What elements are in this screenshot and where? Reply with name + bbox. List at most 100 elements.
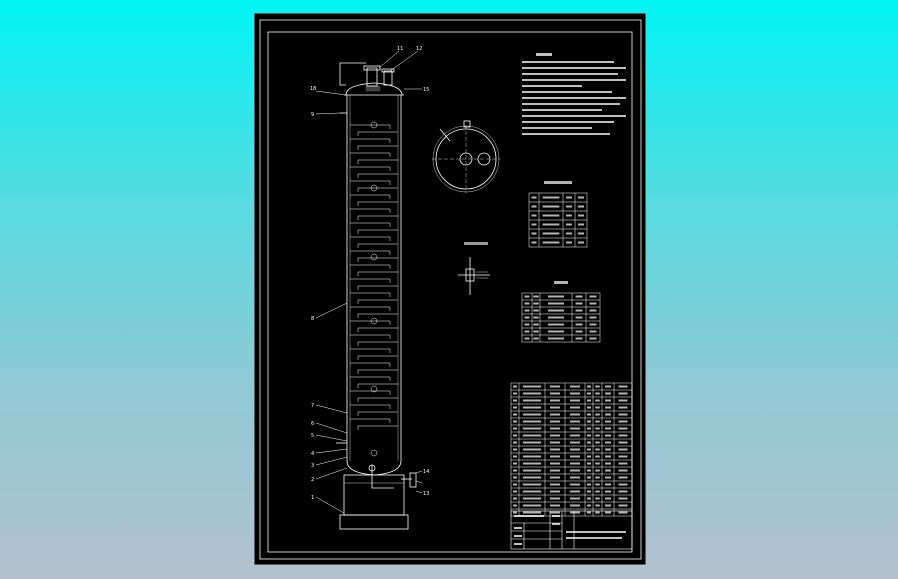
nozzle-table-cell — [542, 205, 560, 208]
parts-list-cell — [587, 413, 591, 416]
pipe-table-cell — [575, 309, 583, 312]
parts-list — [510, 382, 633, 517]
nozzle-table-cell — [542, 196, 560, 199]
tray — [350, 250, 391, 255]
parts-list-cell — [570, 413, 580, 416]
parts-list-cell — [570, 441, 580, 444]
parts-list-cell — [618, 448, 628, 451]
parts-list-cell — [595, 455, 600, 458]
nozzle-table-cell — [578, 223, 584, 226]
parts-list-cell — [618, 455, 628, 458]
parts-list-cell — [522, 420, 542, 423]
outer-frame — [259, 19, 642, 560]
parts-list-cell — [605, 476, 611, 479]
parts-list-cell — [595, 476, 600, 479]
parts-list-cell — [605, 413, 611, 416]
parts-list-cell — [595, 462, 600, 465]
parts-list-cell — [587, 448, 591, 451]
parts-list-cell — [522, 399, 542, 402]
parts-list-cell — [587, 441, 591, 444]
callout-6: 6 — [311, 421, 314, 427]
nozzle-table-cell — [542, 223, 560, 226]
parts-list-cell — [522, 469, 542, 472]
tray — [350, 236, 391, 241]
tray — [357, 341, 398, 346]
parts-list-cell — [570, 476, 580, 479]
parts-list-cell — [605, 490, 611, 493]
parts-list-cell — [587, 497, 591, 500]
callout-9: 9 — [311, 112, 314, 118]
parts-list-cell — [605, 420, 611, 423]
pipe-table-cell — [524, 337, 530, 340]
parts-list-cell — [595, 434, 600, 437]
inner-frame — [267, 31, 633, 553]
nozzle-table-cell — [566, 205, 572, 208]
nozzle-table-cell — [566, 214, 572, 217]
pipe-table-cell — [533, 295, 539, 298]
pipe-table-cell — [548, 323, 564, 326]
tray — [357, 397, 398, 402]
tray — [350, 138, 391, 143]
nozzle-table-cell — [578, 241, 584, 244]
parts-list-cell — [618, 427, 628, 430]
nozzle-table-cell — [578, 214, 584, 217]
parts-list-cell — [605, 469, 611, 472]
parts-list-cell — [513, 413, 517, 416]
parts-list-cell — [522, 441, 542, 444]
flange-detail — [458, 257, 490, 295]
flange-title-mark — [464, 242, 488, 245]
callout-1: 1 — [311, 495, 314, 501]
parts-list-cell — [570, 434, 580, 437]
parts-list-cell — [618, 413, 628, 416]
parts-list-cell — [513, 462, 517, 465]
manhole-mark — [370, 121, 378, 129]
pipe-table-cell — [533, 309, 539, 312]
manhole-mark — [370, 184, 378, 192]
parts-list-cell — [605, 427, 611, 430]
callout-2: 2 — [311, 477, 314, 483]
parts-list-cell — [570, 392, 580, 395]
pipe-table-cell — [524, 330, 530, 333]
parts-list-cell — [570, 483, 580, 486]
parts-list-cell — [550, 406, 560, 409]
tray — [350, 208, 391, 213]
pipe-table — [521, 292, 601, 343]
tower-callouts: 18 9 8 7 6 5 4 3 2 1 11 12 15 14 13 — [310, 46, 429, 501]
parts-list-cell — [605, 504, 611, 507]
callout-3: 3 — [311, 463, 314, 469]
callout-5: 5 — [311, 433, 314, 439]
nozzle-table-cell — [531, 205, 537, 208]
parts-list-cell — [570, 448, 580, 451]
parts-list-cell — [522, 462, 542, 465]
manhole-mark — [370, 449, 378, 457]
parts-list-cell — [587, 427, 591, 430]
parts-list-cell — [522, 455, 542, 458]
tray — [350, 404, 391, 409]
parts-list-cell — [522, 511, 542, 514]
manhole-mark — [370, 253, 378, 261]
parts-list-cell — [587, 504, 591, 507]
parts-list-cell — [513, 455, 517, 458]
nozzle-table-cell — [578, 196, 584, 199]
tray — [350, 152, 391, 157]
parts-list-cell — [522, 427, 542, 430]
parts-list-cell — [595, 441, 600, 444]
pipe-table-cell — [589, 337, 597, 340]
parts-list-cell — [587, 455, 591, 458]
parts-list-cell — [522, 392, 542, 395]
parts-list-cell — [513, 406, 517, 409]
parts-list-cell — [513, 434, 517, 437]
tray — [357, 355, 398, 360]
parts-list-cell — [550, 497, 560, 500]
pipe-table-cell — [575, 302, 583, 305]
parts-list-cell — [522, 406, 542, 409]
parts-list-cell — [587, 476, 591, 479]
tray — [357, 159, 398, 164]
tray — [350, 222, 391, 227]
callout-12: 12 — [416, 46, 422, 52]
tray — [357, 383, 398, 388]
parts-list-cell — [522, 490, 542, 493]
manhole-mark — [370, 317, 378, 325]
parts-list-cell — [513, 504, 517, 507]
parts-list-cell — [513, 469, 517, 472]
